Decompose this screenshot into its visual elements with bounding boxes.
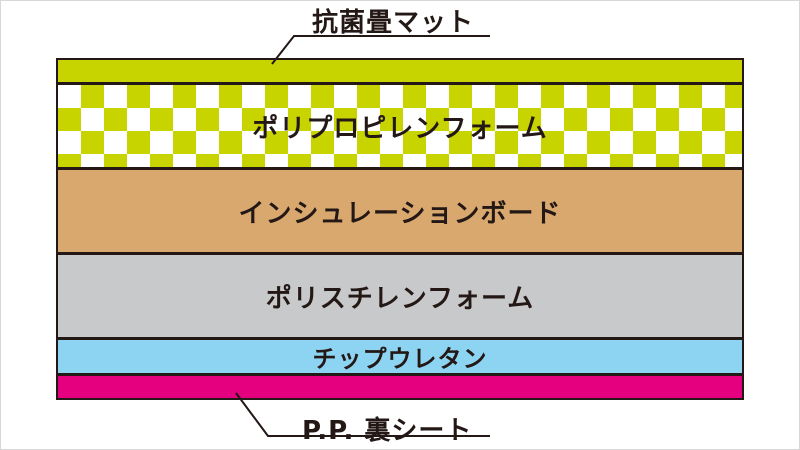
label-pp-backing-sheet: P.P. 裏シート bbox=[302, 416, 473, 446]
layer-antibacterial-mat bbox=[58, 60, 742, 82]
layer-polystyrene-foam: ポリスチレンフォーム bbox=[58, 252, 742, 337]
callout-line-top bbox=[271, 35, 490, 65]
layer-label: ポリスチレンフォーム bbox=[265, 283, 535, 314]
layer-insulation-board: インシュレーションボード bbox=[58, 167, 742, 252]
callout-line-bottom bbox=[235, 392, 490, 437]
layer-label: インシュレーションボード bbox=[238, 198, 562, 229]
label-antibacterial-mat: 抗菌畳マット bbox=[312, 8, 475, 38]
layer-label: チップウレタン bbox=[312, 345, 488, 373]
layer-polypropylene-foam: ポリプロピレンフォーム bbox=[58, 82, 742, 167]
layer-label: ポリプロピレンフォーム bbox=[252, 113, 548, 144]
layer-chip-urethane: チップウレタン bbox=[58, 337, 742, 373]
layer-pp-backing-sheet bbox=[58, 373, 742, 398]
layer-stack: ポリプロピレンフォーム インシュレーションボード ポリスチレンフォーム チップウ… bbox=[56, 58, 744, 400]
